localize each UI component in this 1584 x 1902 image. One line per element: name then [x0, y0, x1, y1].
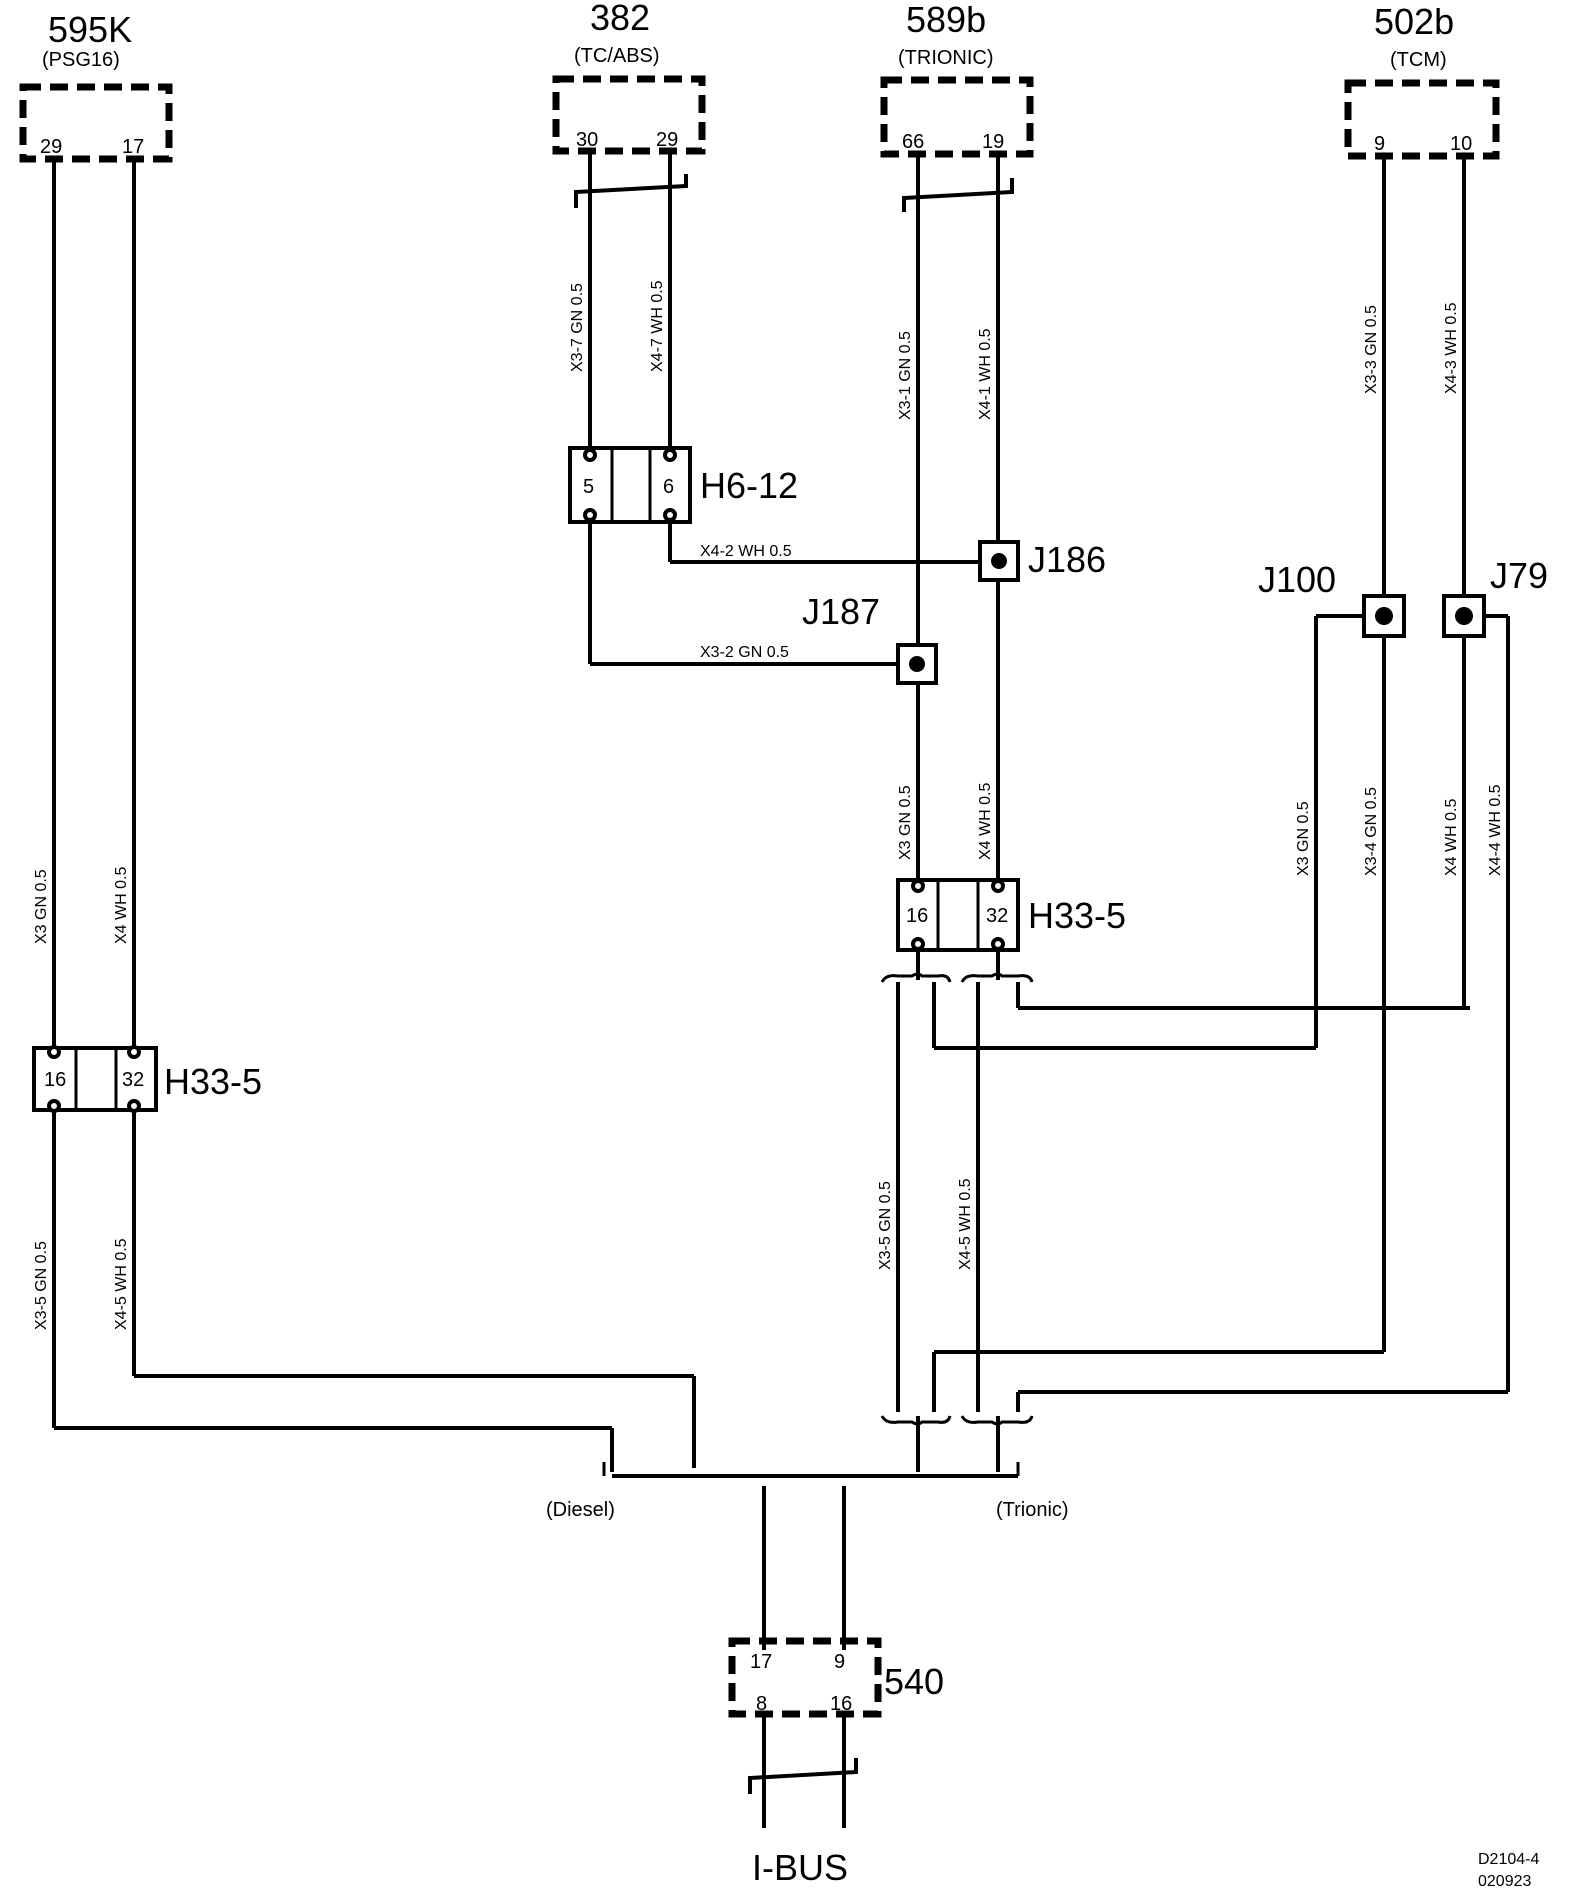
component-502b-pin-9: 9: [1374, 133, 1385, 155]
junction-j186: [978, 540, 1020, 582]
wire-label-x4-3: X4-3 WH 0.5: [1443, 302, 1460, 394]
component-595k-name: (PSG16): [42, 49, 120, 71]
junction-j79-label: J79: [1490, 555, 1548, 596]
component-589b-pin-19: 19: [982, 131, 1004, 153]
connector-h33-5-mid-pin-32: 32: [986, 905, 1008, 927]
wires-382: [574, 152, 984, 666]
wire-label-left-x3-5: X3-5 GN 0.5: [33, 1241, 50, 1330]
component-595k-id: 595K: [48, 9, 132, 50]
variant-trionic-label: (Trionic): [996, 1499, 1069, 1521]
connector-h33-5-mid: [896, 878, 1020, 952]
junction-j79: [1442, 594, 1486, 638]
component-382-pin-30: 30: [576, 129, 598, 151]
wires-ibus: [748, 1716, 858, 1828]
connector-h33-5-mid-label: H33-5: [1028, 895, 1126, 936]
component-502b-id: 502b: [1374, 1, 1454, 42]
component-595k-pin-29: 29: [40, 136, 62, 158]
wire-label-x4-1: X4-1 WH 0.5: [977, 328, 994, 420]
component-540-id: 540: [884, 1661, 944, 1702]
wire-label-x3-4: X3-4 GN 0.5: [1363, 787, 1380, 876]
component-382-name: (TC/ABS): [574, 45, 660, 67]
component-382-id: 382: [590, 0, 650, 38]
junction-j187-label: J187: [802, 591, 880, 632]
connector-h6-12: [568, 446, 692, 524]
component-595k-pin-17: 17: [122, 136, 144, 158]
wire-label-x3-7: X3-7 GN 0.5: [569, 283, 586, 372]
connector-h6-12-pin-5: 5: [583, 476, 594, 498]
component-382-pin-29: 29: [656, 129, 678, 151]
wire-label-x4-7: X4-7 WH 0.5: [649, 280, 666, 372]
component-589b-name: (TRIONIC): [898, 47, 994, 69]
component-502b-pin-10: 10: [1450, 133, 1472, 155]
split-braces-mid: [880, 972, 1034, 1426]
connector-h33-5-left-label: H33-5: [164, 1061, 262, 1102]
component-502b-name: (TCM): [1390, 49, 1447, 71]
wire-label-x4-2: X4-2 WH 0.5: [700, 543, 792, 560]
bus-collector: [602, 1462, 1020, 1650]
wire-label-mid-x4: X4 WH 0.5: [977, 783, 994, 860]
wire-label-mid-x3: X3 GN 0.5: [897, 785, 914, 860]
wire-label-x3-1: X3-1 GN 0.5: [897, 331, 914, 420]
component-589b-id: 589b: [906, 0, 986, 40]
junction-j100: [1362, 594, 1406, 638]
component-540-pin-17: 17: [750, 1651, 772, 1673]
drawing-code: D2104-4: [1478, 1851, 1539, 1868]
wires-589b: [896, 155, 1508, 1472]
variant-diesel-label: (Diesel): [546, 1499, 615, 1521]
connector-h33-5-left-pin-16: 16: [44, 1069, 66, 1091]
bus-label: I-BUS: [752, 1847, 848, 1888]
junction-j186-label: J186: [1028, 539, 1106, 580]
junction-j187: [896, 643, 938, 685]
wire-label-x4-4: X4-4 WH 0.5: [1487, 784, 1504, 876]
wires-595k: [52, 160, 696, 1472]
wire-label-mid-x3-5: X3-5 GN 0.5: [877, 1181, 894, 1270]
wires-502b: [1314, 157, 1510, 1392]
wire-label-mid-x4-5: X4-5 WH 0.5: [957, 1178, 974, 1270]
connector-h33-5-left-pin-32: 32: [122, 1069, 144, 1091]
wire-label-left-x4-5: X4-5 WH 0.5: [113, 1238, 130, 1330]
wire-label-left-x3: X3 GN 0.5: [33, 869, 50, 944]
component-502b-box: [1344, 79, 1500, 160]
wire-label-j100-x3: X3 GN 0.5: [1295, 801, 1312, 876]
connector-h33-5-left: [32, 1045, 158, 1113]
component-589b-pin-66: 66: [902, 131, 924, 153]
junction-j100-label: J100: [1258, 559, 1336, 600]
component-540-pin-8: 8: [756, 1693, 767, 1715]
wire-label-x3-2: X3-2 GN 0.5: [700, 644, 789, 661]
drawing-date: 020923: [1478, 1873, 1531, 1890]
connector-h33-5-mid-pin-16: 16: [906, 905, 928, 927]
connector-h6-12-label: H6-12: [700, 465, 798, 506]
component-540-pin-16: 16: [830, 1693, 852, 1715]
component-540-pin-9: 9: [834, 1651, 845, 1673]
connector-h6-12-pin-6: 6: [663, 476, 674, 498]
wire-label-left-x4: X4 WH 0.5: [113, 867, 130, 944]
wire-label-j79-x4: X4 WH 0.5: [1443, 799, 1460, 876]
wire-label-x3-3: X3-3 GN 0.5: [1363, 305, 1380, 394]
